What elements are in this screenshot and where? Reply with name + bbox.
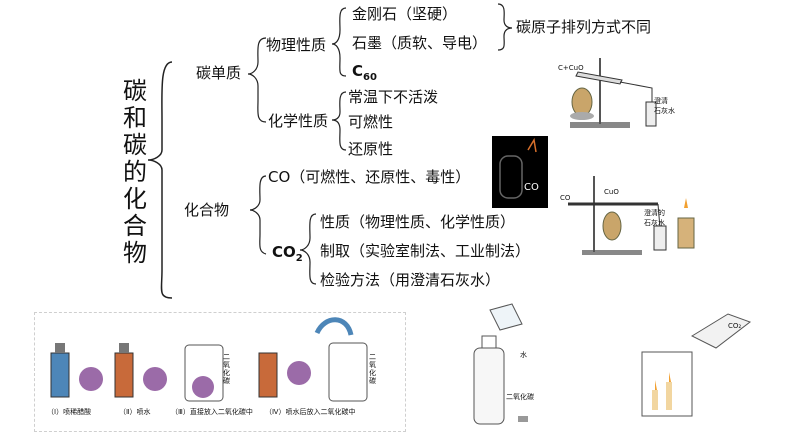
chem-item-0: 常温下不活泼 [348, 88, 439, 106]
flower-caption-2: （Ⅱ）喷水 [119, 408, 151, 416]
chem-label: 化学性质 [268, 112, 329, 130]
c60-base: C [352, 62, 364, 80]
apparatus1-side-label: 澄清 石灰水 [654, 97, 675, 115]
co2-label: CO2 [272, 243, 303, 268]
co2-item-1: 制取（实验室制法、工业制法） [320, 242, 531, 260]
branch-single-label: 碳单质 [196, 64, 242, 82]
apparatus2-co-label: CO [560, 194, 571, 202]
co2-sub: 2 [295, 253, 303, 264]
phys-item-c60: C60 [352, 62, 377, 87]
co2-item-2: 检验方法（用澄清石灰水） [320, 271, 501, 289]
beaker-co2-label: CO₂ [728, 322, 742, 330]
bottle-water-label: 水 [520, 351, 527, 359]
flower-caption-3: （Ⅲ）直接放入二氧化碳中 [171, 408, 253, 416]
flower-jar1-label: 二氧化碳 [223, 353, 230, 385]
co2-base: CO [272, 243, 296, 261]
flower-jar2-label: 二氧化碳 [369, 353, 376, 385]
apparatus-c-cuo-image: C+CuO 澄清 石灰水 [556, 50, 676, 134]
apparatus1-top-label: C+CuO [558, 64, 584, 72]
c60-sub: 60 [363, 72, 377, 83]
bottle-experiment-image: 水 二氧化碳 [460, 300, 570, 430]
phys-note: 碳原子排列方式不同 [516, 18, 652, 36]
page-title: 碳和碳的化合物 [122, 78, 148, 267]
title-text: 碳和碳的化合物 [123, 77, 147, 267]
apparatus-co-cuo-image: CO CuO 澄清的 石灰水 [560, 168, 710, 258]
flower-caption-1: （Ⅰ）喷稀醋酸 [47, 408, 92, 416]
bottle-co2-label: 二氧化碳 [506, 393, 534, 401]
co-photo: CO [492, 136, 548, 208]
beaker-candle-image: CO₂ [632, 300, 772, 430]
chem-item-2: 还原性 [348, 140, 394, 158]
phys-label: 物理性质 [266, 36, 327, 54]
phys-item-diamond: 金刚石（坚硬） [352, 5, 458, 23]
branch-compound-label: 化合物 [184, 201, 230, 219]
phys-item-graphite: 石墨（质软、导电） [352, 34, 488, 52]
chem-item-1: 可燃性 [348, 113, 394, 131]
apparatus2-side-label: 澄清的 石灰水 [644, 209, 665, 227]
co-line: CO（可燃性、还原性、毒性） [268, 168, 471, 186]
co2-item-0: 性质（物理性质、化学性质） [320, 213, 516, 231]
co-photo-label: CO [524, 182, 539, 193]
flower-experiment-image: 二氧化碳 二氧化碳 （Ⅰ）喷稀醋酸 （Ⅱ）喷水 （Ⅲ）直接放入二氧化碳中 （Ⅳ）… [34, 312, 406, 432]
apparatus2-cuo-label: CuO [604, 188, 619, 196]
flower-caption-4: （Ⅳ）喷水后放入二氧化碳中 [265, 408, 356, 416]
